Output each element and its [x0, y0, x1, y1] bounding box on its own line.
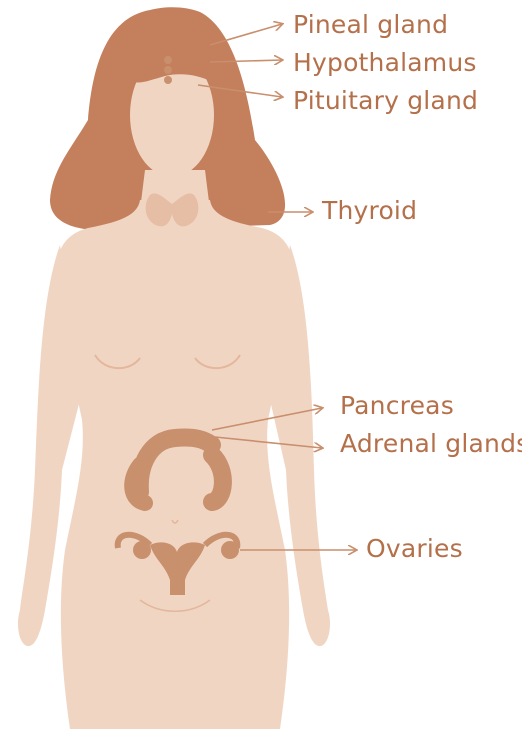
pineal-gland-dot [164, 56, 172, 64]
ovary-right [221, 541, 239, 559]
label-ovaries: Ovaries [366, 534, 463, 563]
body [56, 200, 294, 729]
hypothalamus-dot [164, 66, 172, 74]
label-adrenal-glands: Adrenal glands [340, 429, 522, 458]
label-hypothalamus: Hypothalamus [293, 48, 477, 77]
label-pineal-gland: Pineal gland [293, 10, 448, 39]
label-pancreas: Pancreas [340, 391, 454, 420]
label-thyroid: Thyroid [322, 196, 417, 225]
ovary-left [133, 541, 151, 559]
label-pituitary-gland: Pituitary gland [293, 86, 478, 115]
pituitary-gland-dot [164, 76, 172, 84]
